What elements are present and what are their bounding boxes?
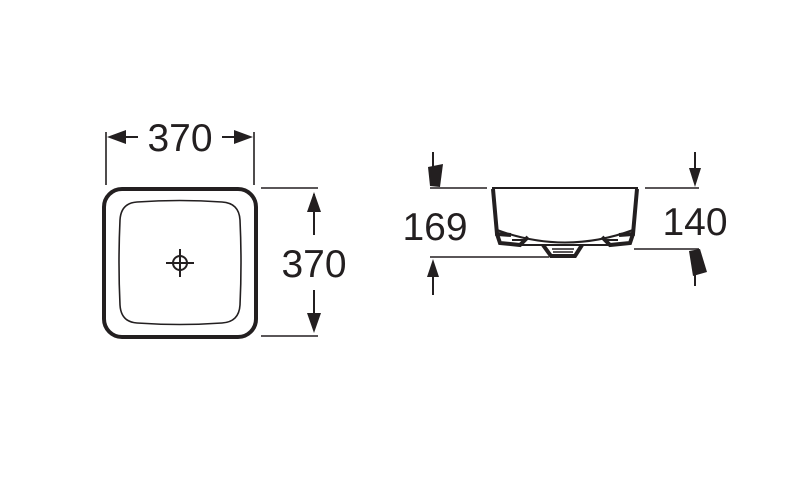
width-dimension-label: 370 [147, 117, 212, 160]
top-view: 370 370 [102, 117, 347, 339]
arrow-up-icon [307, 192, 321, 212]
arrow-down-block-icon [428, 164, 443, 187]
basin-height-label: 140 [662, 201, 727, 244]
side-view: 169 140 [402, 152, 728, 295]
depth-dimension-label: 370 [281, 243, 346, 286]
total-height-label: 169 [402, 206, 467, 249]
arrow-right-icon [234, 130, 253, 144]
arrow-up-block-icon [689, 249, 707, 276]
arrow-up-icon [427, 259, 439, 277]
arrow-left-icon [107, 130, 126, 144]
basin-profile [491, 187, 639, 258]
arrow-down-icon [689, 168, 701, 187]
drain-crosshair-icon [166, 249, 194, 277]
basin-inner-bowl [118, 199, 242, 326]
basin-outer-rim [102, 187, 258, 339]
arrow-down-icon [307, 313, 321, 333]
